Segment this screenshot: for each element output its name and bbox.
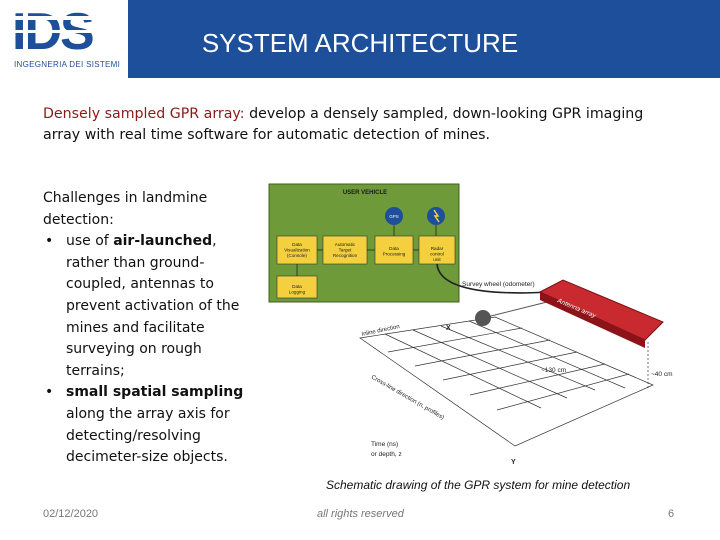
width-dimension: ~130 cm: [541, 367, 566, 374]
logo-stripe: [12, 16, 108, 20]
intro-highlight: Densely sampled GPR array:: [43, 106, 245, 122]
inline-direction-label: Inline direction: [361, 324, 400, 338]
height-dimension: ~40 cm: [651, 371, 673, 378]
survey-wheel-label: Survey wheel (odometer): [462, 281, 535, 288]
bullet-icon: •: [45, 384, 54, 401]
ids-logo: IDS INGEGNERIA DEI SISTEMI: [0, 0, 128, 78]
header-bar: IDS INGEGNERIA DEI SISTEMI SYSTEM ARCHIT…: [0, 0, 720, 78]
page-number: 6: [668, 508, 675, 520]
vehicle-label: USER VEHICLE: [343, 190, 387, 196]
list-item: • use of air-launched, rather than ground…: [43, 231, 263, 382]
lightning-icon: [433, 209, 440, 223]
figure-caption: Schematic drawing of the GPR system for …: [326, 478, 631, 492]
bullet-icon: •: [45, 233, 54, 250]
crossline-label: Cross-line direction (n, profiles): [370, 375, 445, 422]
item-text: along the array axis for detecting/resol…: [66, 405, 230, 466]
item-bold: air-launched: [113, 233, 213, 250]
gps-icon: [385, 207, 403, 225]
box-visualization: [276, 235, 318, 265]
antenna-side: [540, 292, 645, 348]
item-bold: small spatial sampling: [66, 384, 244, 401]
box-radar-control: [418, 235, 456, 265]
slide-title: SYSTEM ARCHITECTURE: [201, 28, 519, 58]
logo-subtitle: INGEGNERIA DEI SISTEMI: [14, 60, 121, 69]
gps-label: GPS: [389, 214, 399, 219]
depth-axis-label: or depth, z: [371, 451, 402, 458]
challenges-list: • use of air-launched, rather than ground…: [43, 231, 263, 469]
logo-stripe: [12, 30, 108, 33]
y-axis-label: Y: [511, 459, 516, 466]
intro-paragraph: Densely sampled GPR array: develop a den…: [43, 104, 683, 146]
list-item: • small spatial sampling along the array …: [43, 382, 263, 468]
antenna-array: [538, 279, 664, 341]
item-text: , rather than ground-coupled, antennas t…: [66, 233, 240, 379]
footer-rights: all rights reserved: [317, 508, 404, 520]
time-axis-label: Time (ns): [371, 441, 398, 448]
item-text: use of: [66, 233, 114, 250]
survey-wheel-icon: [475, 310, 491, 326]
footer-date: 02/12/2020: [43, 508, 99, 520]
intro-text: develop a densely sampled, down-looking …: [43, 106, 644, 143]
challenges-block: Challenges in landmine detection: • use o…: [43, 188, 263, 469]
box-data-processing: [374, 235, 414, 265]
challenges-heading: Challenges in landmine detection:: [43, 190, 208, 228]
survey-grid: [359, 316, 654, 447]
x-axis-label: X: [446, 325, 451, 332]
